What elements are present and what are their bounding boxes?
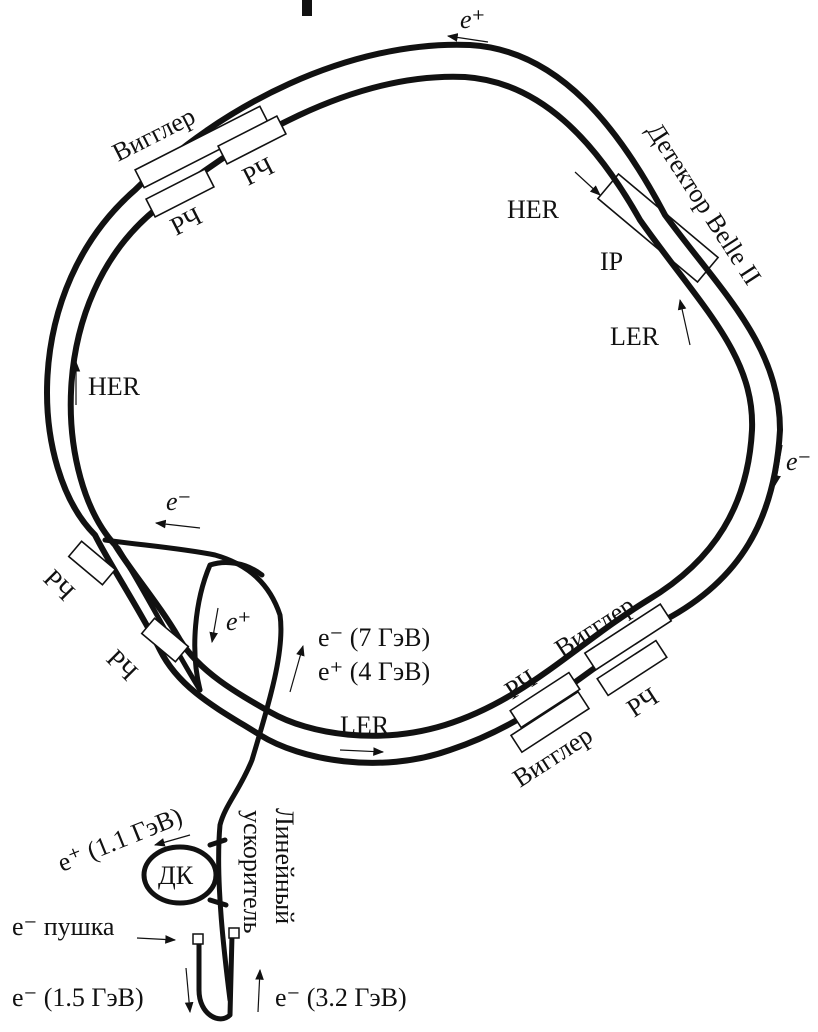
rf-top-left-2: [216, 115, 288, 165]
wiggler-top-left: [134, 105, 270, 189]
label-eminus-1-5gev: e⁻ (1.5 ГэВ): [12, 983, 144, 1012]
label-ip: IP: [600, 247, 623, 276]
arrow-1-5gev: [184, 967, 194, 1014]
label-eplus-inner: e⁺: [226, 607, 251, 636]
label-eminus-left: e⁻: [166, 487, 191, 516]
label-rf-bottom-right-2: РЧ: [621, 682, 663, 723]
arrow-injection-up: [289, 644, 305, 693]
label-eminus-3-2gev: e⁻ (3.2 ГэВ): [275, 983, 407, 1012]
label-rf-left-2: РЧ: [101, 644, 144, 687]
arrow-gun: [136, 935, 177, 944]
label-eminus-right: e⁻: [786, 447, 811, 476]
rf-bottom-right-1: [509, 671, 581, 729]
arrow-ler-bottom: [339, 747, 385, 756]
injection-line-electron: [102, 537, 284, 1003]
rf-top-left-1: [144, 168, 216, 218]
arrow-eplus-inner: [209, 607, 219, 644]
label-rf-top-left-2: РЧ: [238, 151, 279, 191]
label-ler-right: LER: [610, 322, 660, 351]
label-linac-2: ускоритель: [238, 810, 267, 934]
arrow-top-eplus: [446, 33, 489, 43]
label-gun: e⁻ пушка: [12, 912, 115, 941]
label-linac-1: Линейный: [270, 808, 299, 924]
label-her-left: HER: [88, 372, 141, 401]
top-stub: [302, 0, 312, 16]
arrow-eminus-right: [772, 444, 783, 487]
label-her-top: HER: [507, 195, 560, 224]
damping-ring: [141, 844, 219, 906]
label-eminus-7gev: e⁻ (7 ГэВ): [318, 623, 430, 652]
wiggler-bottom-right-1: [583, 602, 673, 672]
label-eplus-top: e⁺: [460, 5, 485, 34]
gun-marker: [192, 933, 204, 945]
damping-ring-connector: [207, 837, 229, 908]
label-rf-left-1: РЧ: [38, 564, 81, 607]
arrow-3-2gev: [255, 968, 264, 1013]
rf-left-1: [67, 540, 117, 586]
arrow-her-top: [574, 171, 601, 196]
linac-marker: [228, 927, 240, 939]
arrow-eminus-left: [154, 519, 201, 529]
gun-line: [196, 932, 235, 1022]
label-damping-ring: ДК: [158, 861, 194, 890]
label-ler-bottom: LER: [340, 711, 390, 740]
rf-bottom-right-2: [596, 639, 668, 697]
wiggler-bottom-right-2: [509, 690, 591, 754]
rf-left-2: [140, 617, 190, 663]
injection-line-positron: [192, 560, 265, 693]
label-eplus-4gev: e⁺ (4 ГэВ): [318, 657, 430, 686]
detector-box: [596, 172, 720, 284]
arrow-eplus-damping: [153, 834, 191, 847]
arrow-ler-right: [677, 298, 691, 346]
